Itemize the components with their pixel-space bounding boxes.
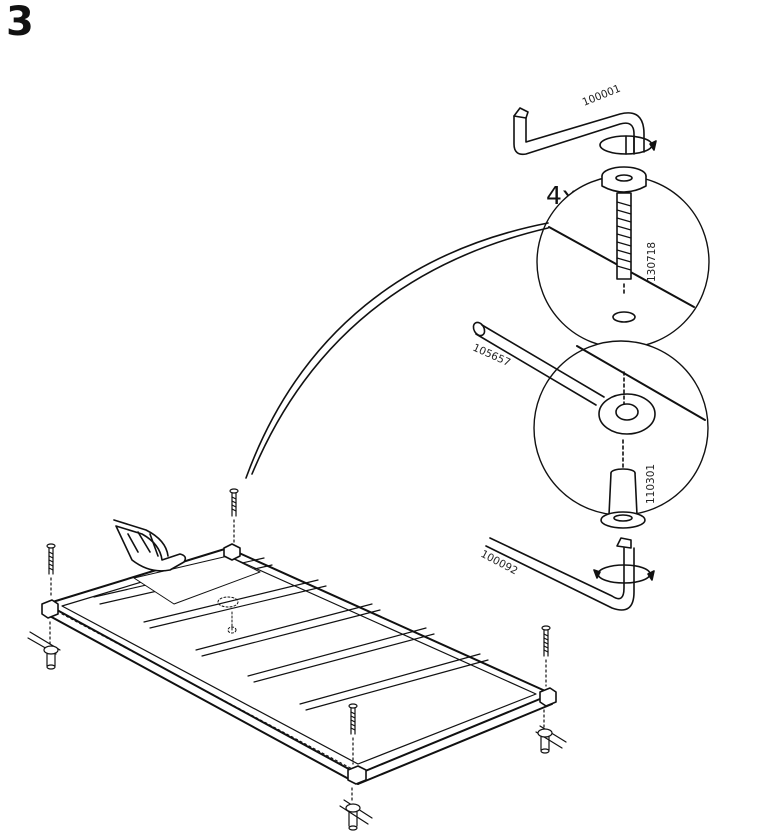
step-number: 3 [6,0,34,45]
corner-screw-icon [541,625,551,687]
dowel-rod-icon [472,321,656,435]
pointing-hand-icon [113,519,187,572]
part-number-105657: 105657 [471,342,513,369]
corner-screw-icon [229,488,239,543]
allen-key-bottom-icon [485,537,655,611]
barrel-nut-with-rod [27,621,61,670]
allen-key-top-icon [513,107,657,156]
part-number-130718: 130718 [646,242,658,282]
barrel-nut-icon [600,439,646,529]
hidden-barrel-nut [217,596,239,634]
barrel-nut-with-rod [339,787,373,831]
corner-screw-icon [46,543,56,599]
barrel-nut-with-rod [535,709,567,754]
part-number-100001: 100001 [581,83,623,109]
corner-screw-icon [348,703,358,765]
bed-frame [41,543,557,785]
part-number-110301: 110301 [645,464,657,504]
bolt-icon [601,166,647,323]
callout-arc [245,222,549,479]
